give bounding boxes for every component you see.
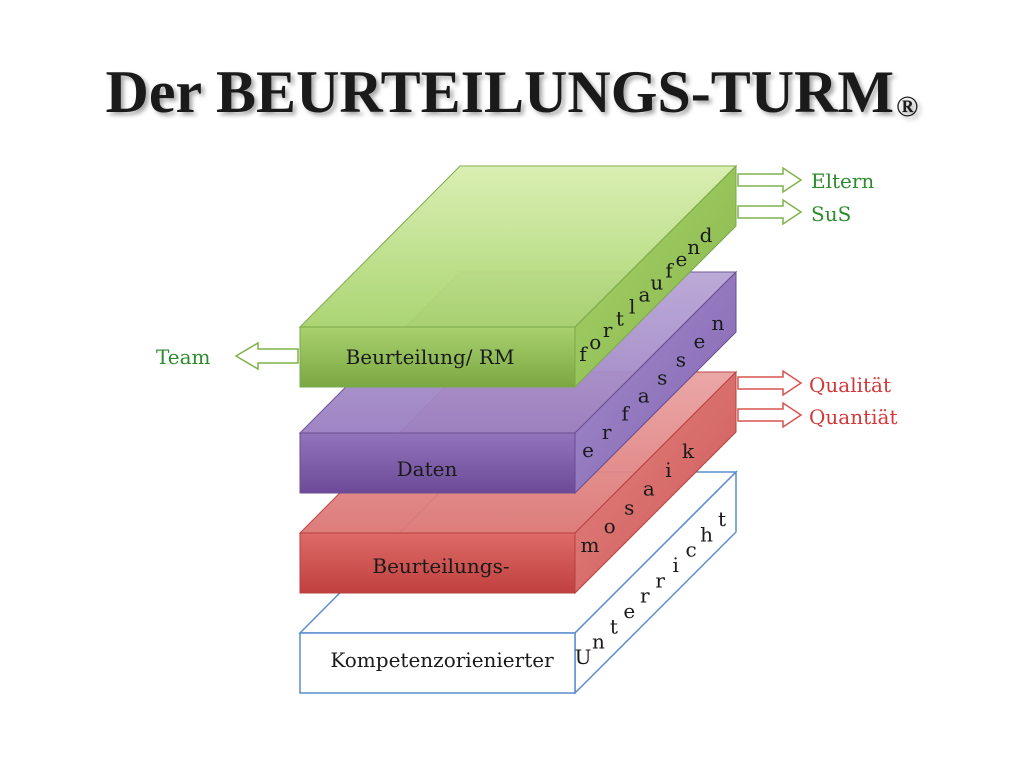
layer-green-front <box>299 326 576 388</box>
side-word-letter: a <box>638 384 650 408</box>
side-word-letter: o <box>604 514 616 538</box>
side-word-letter: s <box>624 495 634 519</box>
team-label: Team <box>156 345 211 369</box>
side-word-letter: h <box>700 522 713 546</box>
quantitaet-arrow <box>737 401 803 429</box>
side-word-letter: e <box>693 329 705 353</box>
side-word-letter: n <box>687 235 700 259</box>
eltern-arrow <box>737 166 803 194</box>
side-word-letter: o <box>589 330 601 354</box>
side-word-letter: c <box>685 538 696 562</box>
team-arrow <box>234 341 299 371</box>
side-word-letter: i <box>665 458 671 482</box>
side-word-letter: n <box>712 311 725 335</box>
side-word-letter: r <box>655 568 665 592</box>
layer-red-front <box>299 532 576 594</box>
side-word-letter: t <box>616 306 624 330</box>
layer-green <box>298 164 738 389</box>
side-word-letter: n <box>592 630 605 654</box>
side-word-letter: e <box>675 247 687 271</box>
side-word-letter: s <box>657 365 667 389</box>
side-word-letter: u <box>650 271 663 295</box>
label-beurteilung-rm: Beurteilung/ RM <box>346 345 515 369</box>
quantitaet-label: Quantiät <box>809 405 897 429</box>
side-word-letter: a <box>643 477 655 501</box>
side-word-letter: r <box>640 584 650 608</box>
slide-title: Der BEURTEILUNGS-TURM® <box>0 58 1024 127</box>
side-word-letter: U <box>575 645 592 669</box>
qualitaet-label: Qualität <box>809 373 891 397</box>
label-daten: Daten <box>397 457 458 481</box>
side-word-letter: e <box>582 438 594 462</box>
side-word-letter: e <box>623 599 635 623</box>
side-word-letter: r <box>603 318 613 342</box>
side-word-letter: f <box>621 402 630 426</box>
side-word-letter: f <box>579 342 588 366</box>
title-text: Der BEURTEILUNGS-TURM <box>105 59 895 125</box>
sus-arrow <box>737 198 803 226</box>
eltern-label: Eltern <box>811 169 874 193</box>
side-word-letter: l <box>629 294 635 318</box>
label-beurteilungs: Beurteilungs- <box>372 554 509 578</box>
layer-purple-front <box>299 432 576 494</box>
layer-white-front <box>299 632 576 694</box>
registered-mark: ® <box>896 90 919 123</box>
side-word-letter: r <box>602 420 612 444</box>
side-word-letter: t <box>718 507 726 531</box>
side-word-letter: i <box>672 553 678 577</box>
side-word-letter: f <box>665 259 674 283</box>
label-kompetenzorienierter: Kompetenzorienierter <box>330 648 554 672</box>
side-word-letter: d <box>700 223 713 247</box>
side-word-letter: m <box>581 533 600 557</box>
sus-label: SuS <box>811 202 851 226</box>
qualitaet-arrow <box>737 369 803 397</box>
side-word-letter: a <box>639 283 651 307</box>
side-word-letter: t <box>610 614 618 638</box>
side-word-letter: k <box>682 439 695 463</box>
side-word-letter: s <box>676 347 686 371</box>
